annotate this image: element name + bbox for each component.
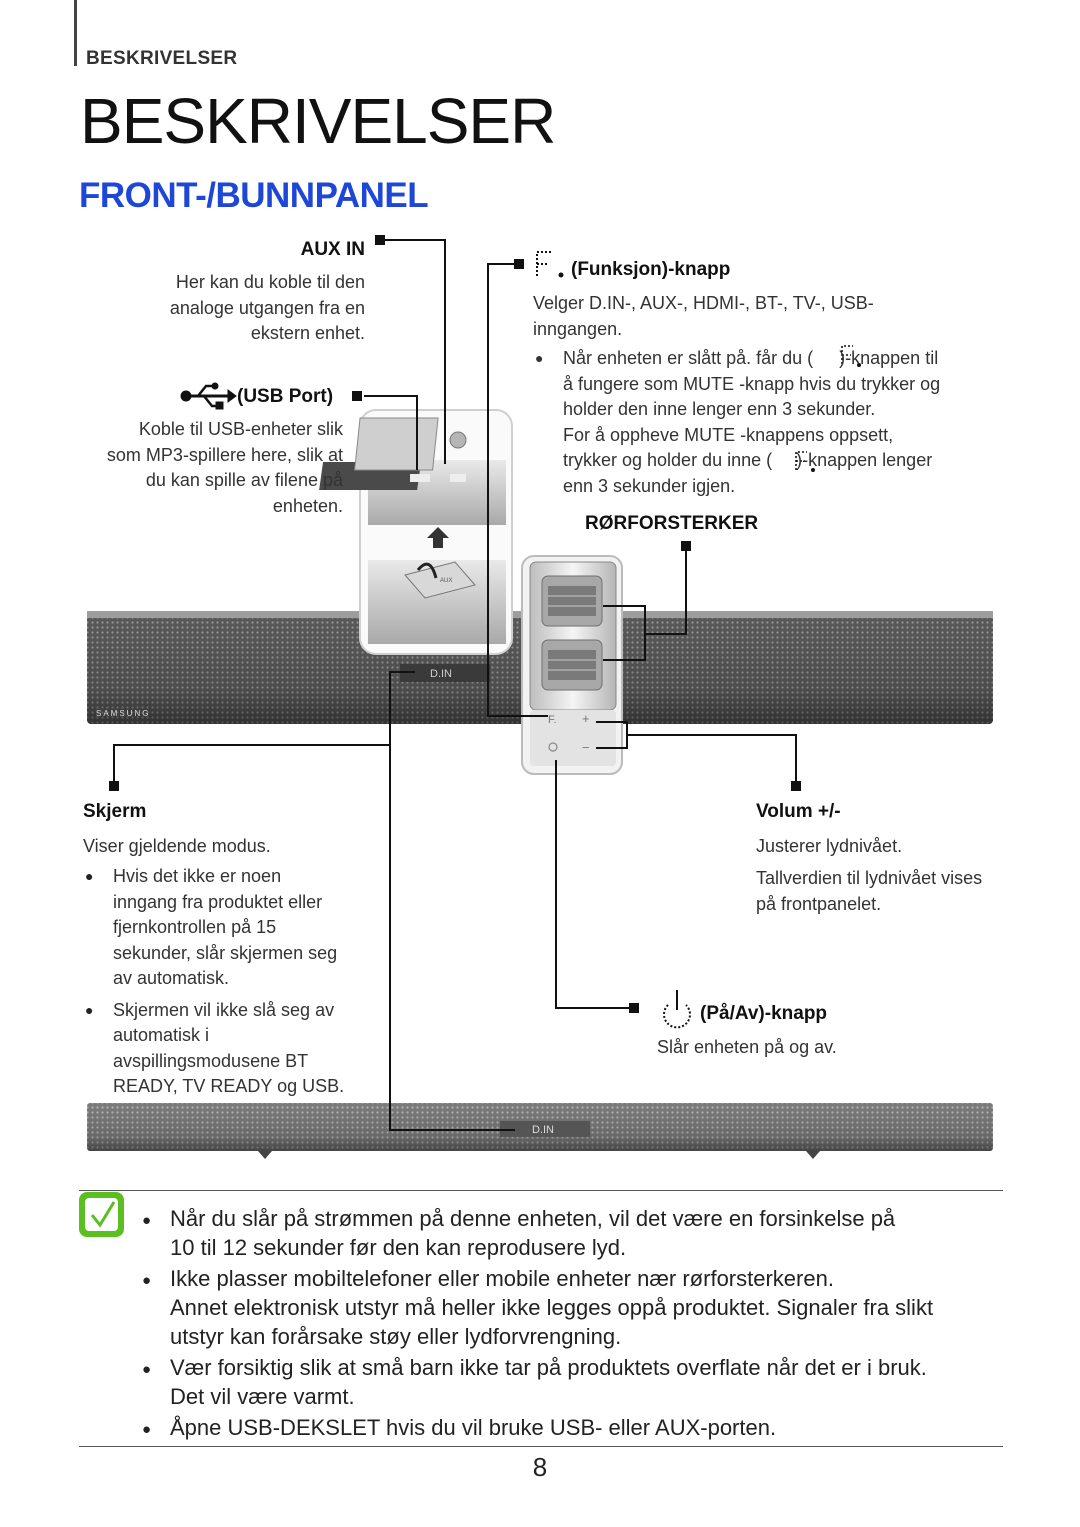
notes-list: Når du slår på strømmen på denne enheten… <box>140 1204 1000 1444</box>
front-display-text: D.IN <box>430 668 452 680</box>
page-title: BESKRIVELSER <box>80 85 556 157</box>
note-check-icon <box>79 1192 124 1237</box>
volume-desc-2: Tallverdien til lydnivået vises på front… <box>756 868 983 914</box>
function-bullet: ● Når enheten er slått på. får du ()-kna… <box>535 348 941 496</box>
display-bullets: Hvis det ikke er noen inngang fra produk… <box>83 864 383 1100</box>
usb-port-desc: Koble til USB-enheter slik som MP3-spill… <box>106 419 343 516</box>
display-desc: Viser gjeldende modus. <box>83 836 271 856</box>
note-item-1: Når du slår på strømmen på denne enheten… <box>140 1204 1000 1262</box>
bullet-dot: ● <box>535 350 544 366</box>
aux-in-desc: Her kan du koble til den analoge utgange… <box>169 272 365 343</box>
note-item-4: Åpne USB-DEKSLET hvis du vil bruke USB- … <box>140 1413 1000 1444</box>
minus-button-label: − <box>582 740 590 755</box>
tube-amplifier: F. + − <box>521 555 623 775</box>
section-label: BESKRIVELSER <box>86 48 238 69</box>
display-bullet-1: Hvis det ikke er noen inngang fra produk… <box>83 864 383 992</box>
tube-amp-label: RØRFORSTERKER <box>585 513 759 534</box>
power-desc: Slår enheten på og av. <box>657 1037 837 1057</box>
plus-button-label: + <box>582 711 590 726</box>
display-bullet-2: Skjermen vil ikke slå seg av automatisk … <box>83 998 383 1100</box>
function-desc: Velger D.IN-, AUX-, HDMI-, BT-, TV-, USB… <box>533 293 874 339</box>
inset-aux-tag: AUX <box>440 578 452 584</box>
function-icon <box>536 251 551 276</box>
brand-logo: SAMSUNG <box>96 709 150 718</box>
notes-bottom-rule <box>79 1446 1003 1447</box>
note-item-3: Vær forsiktig slik at små barn ikke tar … <box>140 1353 1000 1411</box>
soundbar-bottom: D.IN <box>87 1103 993 1159</box>
aux-in-label: AUX IN <box>300 239 365 260</box>
display-label: Skjerm <box>83 801 147 822</box>
power-button-label: (På/Av)-knapp <box>700 1003 828 1024</box>
usb-icon <box>180 382 237 410</box>
volume-desc: Justerer lydnivået. <box>756 836 903 856</box>
usb-port-label: (USB Port) <box>237 386 334 407</box>
leader-lines <box>113 239 797 1131</box>
f-button-label: F. <box>548 714 557 726</box>
power-icon <box>663 990 691 1029</box>
header-rule <box>74 0 77 66</box>
note-item-2: Ikke plasser mobiltelefoner eller mobile… <box>140 1264 1000 1351</box>
section-subtitle: FRONT-/BUNNPANEL <box>79 176 429 215</box>
function-button-label: (Funksjon)-knapp <box>571 259 731 280</box>
page-number: 8 <box>532 1452 548 1482</box>
bottom-display-text: D.IN <box>532 1124 554 1136</box>
notes-top-rule <box>79 1190 1003 1191</box>
volume-label: Volum +/- <box>756 801 841 822</box>
